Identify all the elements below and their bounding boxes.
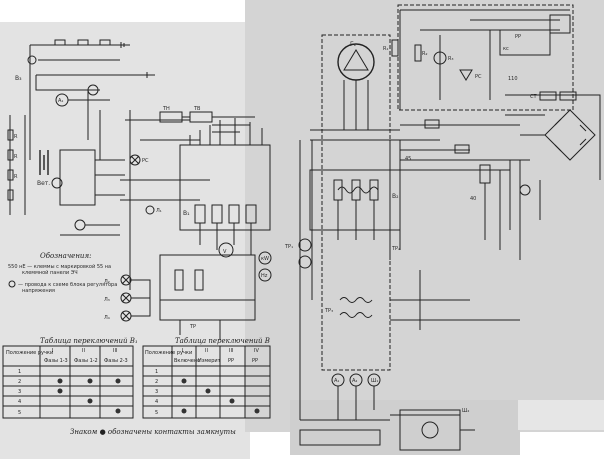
- t2-r2: 3: [155, 389, 158, 395]
- contact-dot: [181, 408, 187, 414]
- t2-r1: 2: [155, 379, 158, 385]
- switch-bank: В₁ V кW Hz ТР: [159, 118, 272, 340]
- t1-h2: II: [82, 348, 85, 354]
- t1-s2: Фазы 2-3: [104, 358, 128, 364]
- t1-h1: I: [52, 348, 53, 354]
- lamp-2-label: Л₂: [104, 279, 110, 285]
- legend-title: Обозначения:: [40, 252, 91, 260]
- tr1-label: ТР₁: [284, 244, 293, 250]
- tr3-label: ТР₃: [324, 308, 333, 314]
- t1-h3: III: [113, 348, 117, 354]
- t1-s1: Фазы 1-2: [74, 358, 98, 364]
- hz-label: Hz: [261, 273, 268, 279]
- kw-label: кW: [261, 256, 269, 262]
- table1-title: Таблица переключений В₁: [40, 337, 138, 345]
- legend-line2: — провода к схеме блока регулятора: [18, 282, 117, 288]
- contact-dot: [57, 388, 63, 394]
- contact-dot: [87, 398, 93, 404]
- t2-h1: I: [182, 348, 183, 354]
- regulator-block: R₁ R₂ R₃ РС РР кс: [383, 4, 574, 111]
- t1-r3: 4: [18, 399, 21, 405]
- wire-45-label: 45: [405, 156, 411, 162]
- lamp-left-label: Л₁: [156, 208, 162, 214]
- rr-label: РР: [515, 34, 521, 40]
- a1-meter-label: А₁: [334, 378, 339, 384]
- b3-label: В₃: [15, 75, 22, 82]
- contact-dot: [57, 378, 63, 384]
- lamp-column: Л₂ Л₃ Л₄: [104, 274, 151, 322]
- a1-top-label: А₁: [58, 98, 63, 104]
- t1-r4: 5: [18, 410, 21, 416]
- r1-label: R₁: [383, 46, 388, 52]
- tb-label: ТВ: [193, 106, 201, 112]
- t2-r3: 4: [155, 399, 158, 405]
- table-2: Таблица переключений В Положение ручки I…: [142, 337, 271, 419]
- sh1-label: Ш₁: [371, 378, 378, 384]
- t1-r2: 3: [18, 389, 21, 395]
- battery-label: Вет.: [37, 180, 50, 187]
- wire-110-label: 110: [508, 76, 518, 82]
- legend: Обозначения: 550 нЕ — клеммы с маркировк…: [8, 252, 117, 294]
- b2-label: В₂: [392, 193, 399, 200]
- rs-label: РС: [475, 74, 482, 80]
- contact-dot: [205, 388, 211, 394]
- sheet-bottom-right: [290, 400, 520, 455]
- t2-h4: IV: [254, 348, 259, 354]
- legend-line2b: напряжения: [22, 288, 55, 294]
- table2-title: Таблица переключений В: [175, 337, 270, 345]
- contact-dot: [87, 378, 93, 384]
- r2-label: R₂: [422, 51, 427, 57]
- mid-right-wires: 45 40: [390, 119, 530, 330]
- contact-dot: [181, 378, 187, 384]
- legend-line1b: клеммной панели ЭЧ: [22, 269, 78, 276]
- svg-text:R: R: [14, 154, 18, 160]
- legend-line1: 550 нЕ — клеммы с маркировкой 55 на: [8, 263, 111, 270]
- lamp-4-label: Л₄: [104, 315, 110, 321]
- b1-label: В₁: [183, 210, 190, 217]
- v-meter-label: V: [223, 249, 227, 255]
- a2-meter-label: А₂: [352, 378, 357, 384]
- contact-dot: [115, 408, 121, 414]
- svg-text:R: R: [14, 134, 18, 140]
- footnote: Знаком ● обозначены контакты замкнуты: [70, 428, 236, 436]
- t2-s0: Включено: [174, 358, 200, 364]
- left-circuits: В₃ R R R Вет. А₁ РС Л₁ ТН: [7, 39, 255, 290]
- ks-label: кс: [503, 46, 509, 52]
- contact-dot: [254, 408, 260, 414]
- generator-label: Г₁: [350, 41, 357, 48]
- sh2-label: Ш₂: [462, 408, 469, 414]
- lamp-3-label: Л₃: [104, 297, 110, 303]
- t2-r0: 1: [155, 369, 158, 375]
- r3-label: R₃: [448, 56, 453, 62]
- table-1: Таблица переключений В₁ Положение ручки …: [2, 337, 138, 419]
- bottom-right-block: Ш₂: [299, 408, 475, 451]
- tr-left-label: ТР: [189, 324, 196, 330]
- tr2-label: ТР₂: [391, 246, 400, 252]
- wire-40-label: 40: [470, 196, 476, 202]
- rectifier-bridge: СТ 110: [505, 76, 601, 260]
- t2-h0: Положение ручки: [145, 350, 192, 356]
- rs-label-left: РС: [142, 158, 149, 164]
- ct-label: СТ: [530, 94, 537, 100]
- t2-h3: III: [229, 348, 233, 354]
- t2-s2: Измерит: [198, 358, 221, 364]
- t1-r0: 1: [18, 369, 21, 375]
- t2-s4: РР: [252, 358, 258, 364]
- sheet-left: [0, 22, 250, 459]
- t1-r1: 2: [18, 379, 21, 385]
- contact-dot: [229, 398, 235, 404]
- sheet-right: [245, 0, 604, 432]
- generator-column: Г₁ В₂ ТР₃ А₁ А₂ Ш₁ ТР₁ ТР₂: [284, 34, 401, 421]
- t1-s0: Фазы 1-3: [44, 358, 68, 364]
- contact-dot: [115, 378, 121, 384]
- t1-h0: Положение ручки: [6, 350, 53, 356]
- t2-h2: II: [205, 348, 208, 354]
- t2-s3: РР: [228, 358, 234, 364]
- tn-label: ТН: [162, 106, 170, 112]
- svg-text:R: R: [14, 174, 18, 180]
- t2-r4: 5: [155, 410, 158, 416]
